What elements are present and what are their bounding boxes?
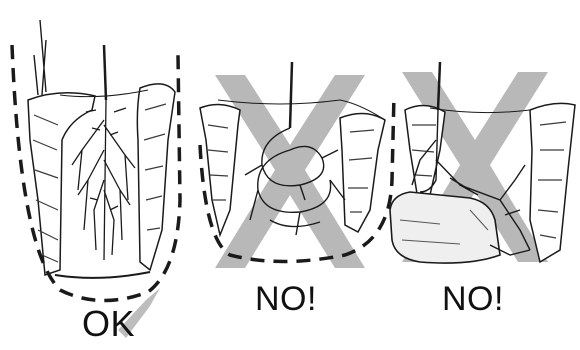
panel-no-circling bbox=[200, 62, 394, 268]
soil-wall-left bbox=[200, 104, 240, 235]
rock bbox=[390, 192, 500, 263]
stem bbox=[104, 45, 106, 100]
soil-wall-right bbox=[137, 84, 175, 270]
roots-straight bbox=[72, 100, 135, 260]
panel-no-rock bbox=[390, 62, 575, 263]
label-no-1: NO! bbox=[255, 280, 317, 319]
panel-ok bbox=[12, 20, 180, 338]
label-ok: OK bbox=[82, 303, 135, 345]
label-no-2: NO! bbox=[442, 280, 504, 319]
soil-wall-right bbox=[530, 103, 575, 262]
stem bbox=[290, 62, 292, 128]
